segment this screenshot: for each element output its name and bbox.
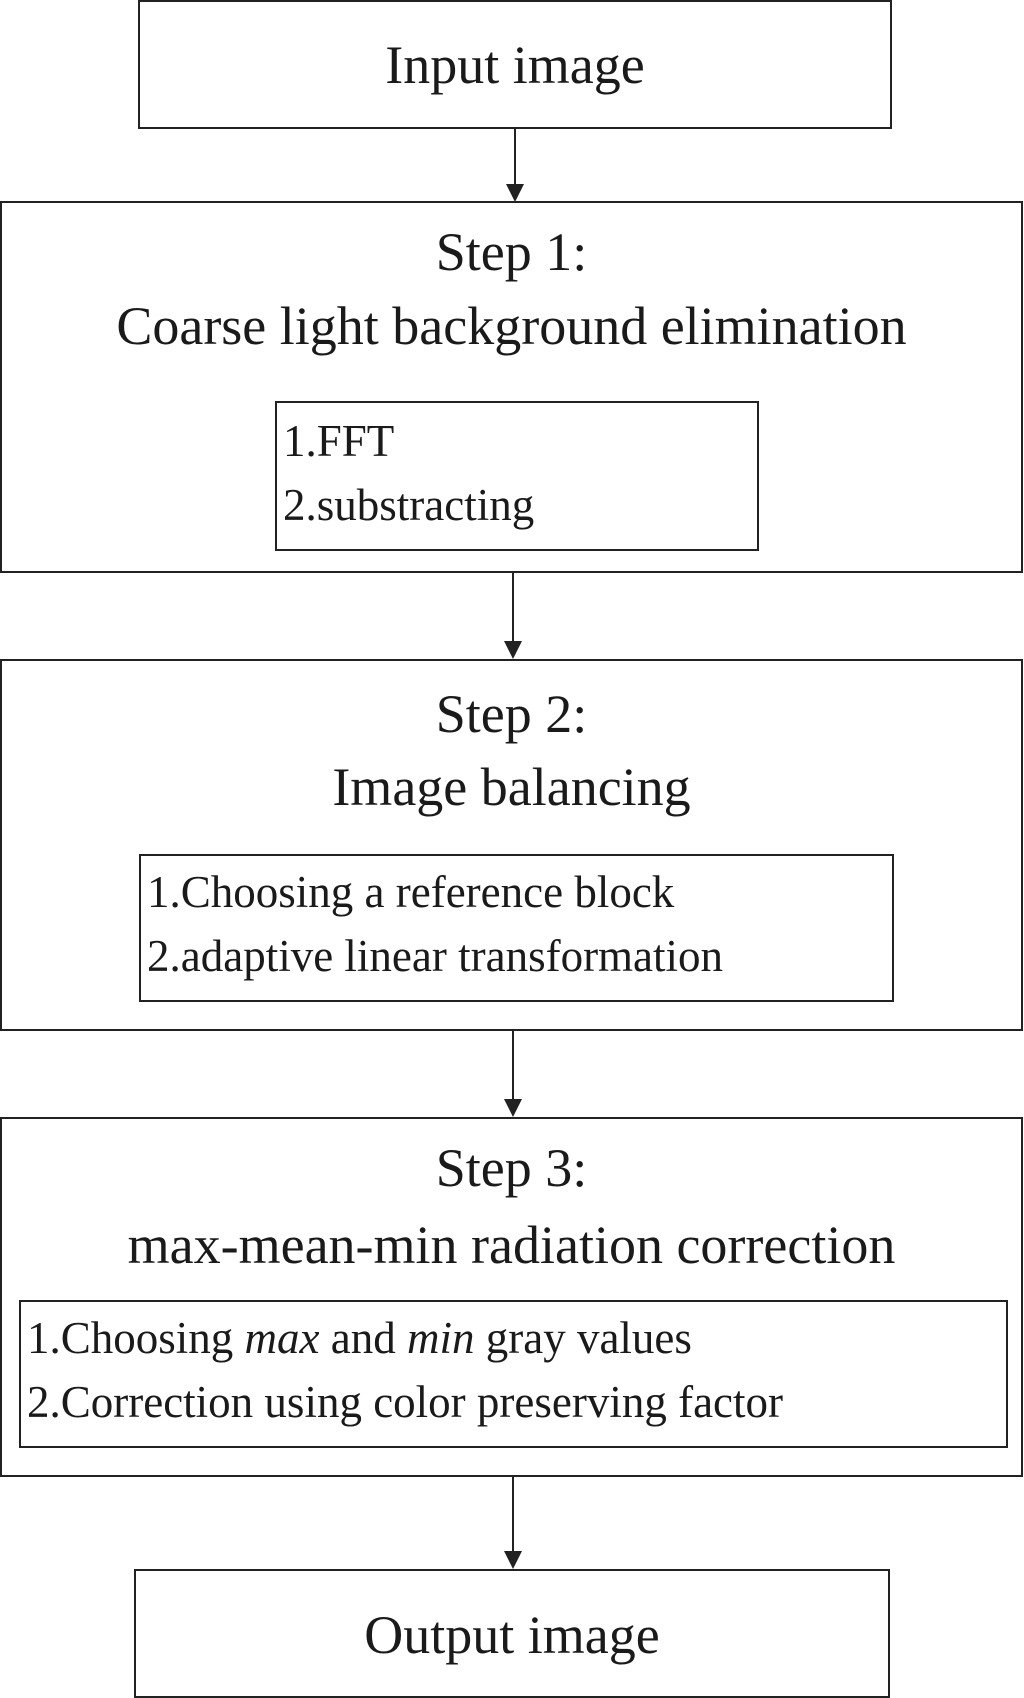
output-image-label: Output image [364,1605,660,1665]
step3-item1-max: max [244,1313,320,1363]
step3-item-max-min: 1.Choosing max and min gray values [27,1306,1006,1370]
input-image-label: Input image [385,35,645,95]
step1-item-fft: 1.FFT [283,416,395,466]
step2-heading: Step 2: [435,684,588,744]
step2-node: Step 2: Image balancing 1.Choosing a ref… [0,659,1023,1031]
arrow-step3-to-output [501,1477,525,1569]
output-image-node: Output image [134,1569,890,1698]
step3-heading: Step 3: [435,1138,588,1198]
step3-item1-mid: and [319,1313,407,1363]
input-image-node: Input image [138,0,892,129]
step1-node: Step 1: Coarse light background eliminat… [0,201,1023,573]
step3-detail-box: 1.Choosing max and min gray values 2.Cor… [19,1300,1008,1448]
arrow-step2-to-step3 [501,1031,525,1117]
step3-item1-prefix: 1.Choosing [27,1313,245,1363]
arrow-input-to-step1 [503,129,527,202]
step3-item1-suffix: gray values [474,1313,692,1363]
step2-detail-box: 1.Choosing a reference block 2.adaptive … [139,854,894,1002]
step3-node: Step 3: max-mean-min radiation correctio… [0,1117,1023,1477]
step2-item-linear-transformation: 2.adaptive linear transformation [147,931,724,981]
step3-title: max-mean-min radiation correction [127,1215,896,1275]
step2-item-reference-block: 1.Choosing a reference block [147,867,675,917]
step3-item1-min: min [407,1313,475,1363]
step1-item-subtracting: 2.substracting [283,480,535,530]
step2-title: Image balancing [332,757,691,817]
step1-heading: Step 1: [435,222,588,282]
step1-detail-box: 1.FFT 2.substracting [275,401,759,551]
step3-item-color-preserving: 2.Correction using color preserving fact… [27,1377,784,1427]
arrow-step1-to-step2 [501,573,525,659]
step1-title: Coarse light background elimination [116,296,907,356]
